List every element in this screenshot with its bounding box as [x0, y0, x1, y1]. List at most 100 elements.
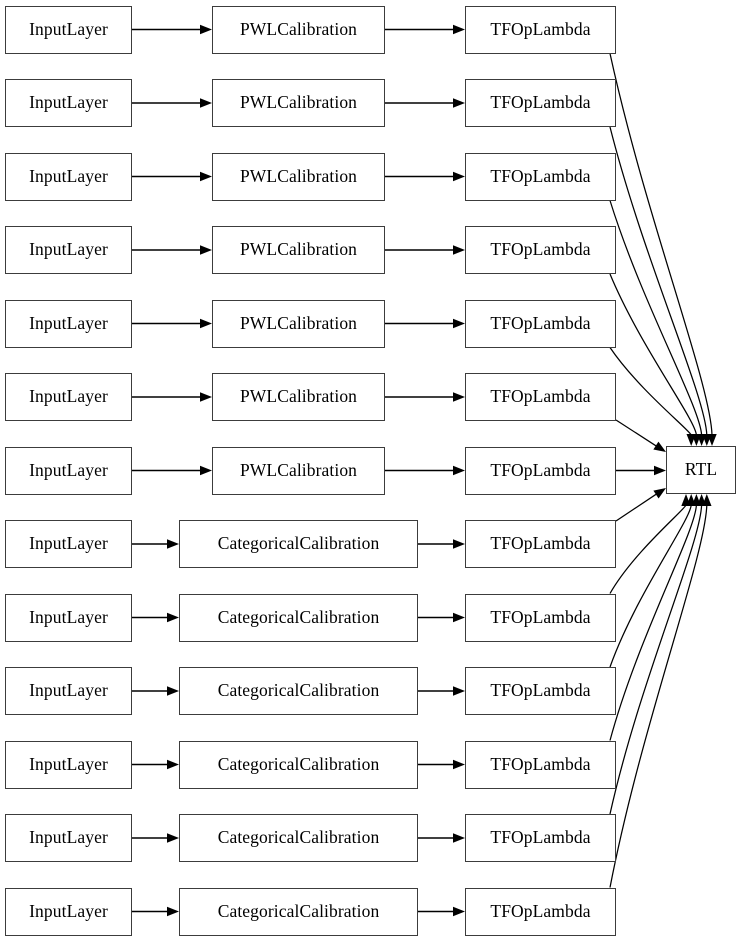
node-label: RTL [684, 459, 718, 480]
edge-calibration-to-lambda-5-arrowhead [453, 318, 465, 329]
node-calibration-12[interactable]: CategoricalCalibration [179, 814, 418, 862]
node-input-layer-9[interactable]: InputLayer [5, 593, 132, 642]
node-tfoplambda-9[interactable]: TFOpLambda [465, 593, 616, 642]
edge-calibration-to-lambda-9-arrowhead [453, 612, 465, 623]
node-input-layer-7[interactable]: InputLayer [5, 446, 132, 495]
edge-input-to-calibration-6-arrowhead [200, 392, 212, 402]
node-tfoplambda-4[interactable]: TFOpLambda [465, 226, 616, 274]
edge-input-to-calibration-7-arrowhead [200, 465, 212, 476]
node-input-layer-2[interactable]: InputLayer [5, 79, 132, 127]
node-calibration-3[interactable]: PWLCalibration [212, 152, 385, 201]
edge-calibration-to-lambda-1-arrowhead [453, 24, 465, 35]
node-input-layer-13[interactable]: InputLayer [5, 887, 132, 936]
edge-calibration-to-lambda-11-arrowhead [453, 759, 465, 770]
node-label: TFOpLambda [490, 165, 591, 186]
node-label: TFOpLambda [490, 753, 591, 774]
node-label: TFOpLambda [490, 459, 591, 480]
edge-input-to-calibration-5-arrowhead [200, 318, 212, 329]
node-calibration-7[interactable]: PWLCalibration [212, 446, 385, 495]
edge-calibration-to-lambda-7-arrowhead [453, 465, 465, 476]
node-label: TFOpLambda [490, 533, 591, 554]
node-tfoplambda-10[interactable]: TFOpLambda [465, 667, 616, 715]
node-tfoplambda-11[interactable]: TFOpLambda [465, 740, 616, 789]
edge-input-to-calibration-1-arrowhead [200, 24, 212, 35]
node-tfoplambda-2[interactable]: TFOpLambda [465, 79, 616, 127]
edge-lambda-to-rtl-8-arrowhead [653, 488, 666, 499]
node-tfoplambda-12[interactable]: TFOpLambda [465, 814, 616, 862]
node-tfoplambda-13[interactable]: TFOpLambda [465, 887, 616, 936]
node-label: PWLCalibration [239, 18, 358, 39]
node-calibration-8[interactable]: CategoricalCalibration [179, 520, 418, 568]
node-calibration-2[interactable]: PWLCalibration [212, 79, 385, 127]
node-label: PWLCalibration [239, 459, 358, 480]
node-label: TFOpLambda [490, 386, 591, 407]
node-label: InputLayer [29, 459, 108, 480]
node-label: InputLayer [29, 165, 108, 186]
edge-lambda-to-rtl-13 [609, 504, 708, 888]
edge-lambda-to-rtl-8 [615, 493, 657, 522]
node-label: InputLayer [29, 753, 108, 774]
node-label: InputLayer [29, 386, 108, 407]
node-calibration-1[interactable]: PWLCalibration [212, 5, 385, 54]
node-label: TFOpLambda [490, 92, 591, 113]
node-input-layer-4[interactable]: InputLayer [5, 226, 132, 274]
edge-input-to-calibration-12-arrowhead [167, 833, 179, 843]
edge-calibration-to-lambda-10-arrowhead [453, 686, 465, 696]
node-input-layer-1[interactable]: InputLayer [5, 5, 132, 54]
node-input-layer-12[interactable]: InputLayer [5, 814, 132, 862]
node-input-layer-10[interactable]: InputLayer [5, 667, 132, 715]
node-label: TFOpLambda [490, 900, 591, 921]
edge-lambda-to-rtl-5-arrowhead [686, 434, 696, 446]
node-input-layer-11[interactable]: InputLayer [5, 740, 132, 789]
node-tfoplambda-8[interactable]: TFOpLambda [465, 520, 616, 568]
node-input-layer-3[interactable]: InputLayer [5, 152, 132, 201]
node-rtl[interactable]: RTL [666, 446, 736, 494]
node-label: InputLayer [29, 18, 108, 39]
edge-calibration-to-lambda-8-arrowhead [453, 539, 465, 549]
node-label: CategoricalCalibration [217, 827, 380, 848]
node-label: CategoricalCalibration [217, 900, 380, 921]
node-label: InputLayer [29, 827, 108, 848]
edge-input-to-calibration-4-arrowhead [200, 245, 212, 255]
edge-input-to-calibration-9-arrowhead [167, 612, 179, 623]
node-calibration-13[interactable]: CategoricalCalibration [179, 887, 418, 936]
node-label: InputLayer [29, 239, 108, 260]
edge-lambda-to-rtl-6-arrowhead [653, 441, 666, 452]
node-tfoplambda-6[interactable]: TFOpLambda [465, 373, 616, 421]
node-label: InputLayer [29, 606, 108, 627]
node-label: PWLCalibration [239, 165, 358, 186]
node-label: CategoricalCalibration [217, 680, 380, 701]
edge-lambda-to-rtl-1 [609, 53, 713, 436]
node-tfoplambda-3[interactable]: TFOpLambda [465, 152, 616, 201]
edge-input-to-calibration-10-arrowhead [167, 686, 179, 696]
node-calibration-10[interactable]: CategoricalCalibration [179, 667, 418, 715]
node-calibration-6[interactable]: PWLCalibration [212, 373, 385, 421]
edge-lambda-to-rtl-13-arrowhead [702, 494, 712, 506]
edge-lambda-to-rtl-4 [609, 273, 698, 436]
node-tfoplambda-1[interactable]: TFOpLambda [465, 5, 616, 54]
node-calibration-5[interactable]: PWLCalibration [212, 299, 385, 348]
node-label: PWLCalibration [239, 386, 358, 407]
node-calibration-4[interactable]: PWLCalibration [212, 226, 385, 274]
node-label: InputLayer [29, 312, 108, 333]
node-label: PWLCalibration [239, 239, 358, 260]
edge-lambda-to-rtl-1-arrowhead [707, 434, 717, 446]
node-label: InputLayer [29, 680, 108, 701]
node-tfoplambda-5[interactable]: TFOpLambda [465, 299, 616, 348]
edge-calibration-to-lambda-3-arrowhead [453, 171, 465, 182]
edge-calibration-to-lambda-6-arrowhead [453, 392, 465, 402]
edge-lambda-to-rtl-11 [609, 504, 698, 741]
node-calibration-9[interactable]: CategoricalCalibration [179, 593, 418, 642]
node-calibration-11[interactable]: CategoricalCalibration [179, 740, 418, 789]
node-tfoplambda-7[interactable]: TFOpLambda [465, 446, 616, 495]
edge-lambda-to-rtl-12-arrowhead [696, 494, 707, 506]
node-label: TFOpLambda [490, 312, 591, 333]
edge-input-to-calibration-13-arrowhead [167, 906, 179, 917]
edge-lambda-to-rtl-7-arrowhead [654, 465, 666, 476]
node-label: PWLCalibration [239, 312, 358, 333]
node-input-layer-6[interactable]: InputLayer [5, 373, 132, 421]
edge-calibration-to-lambda-4-arrowhead [453, 245, 465, 255]
node-input-layer-5[interactable]: InputLayer [5, 299, 132, 348]
node-input-layer-8[interactable]: InputLayer [5, 520, 132, 568]
